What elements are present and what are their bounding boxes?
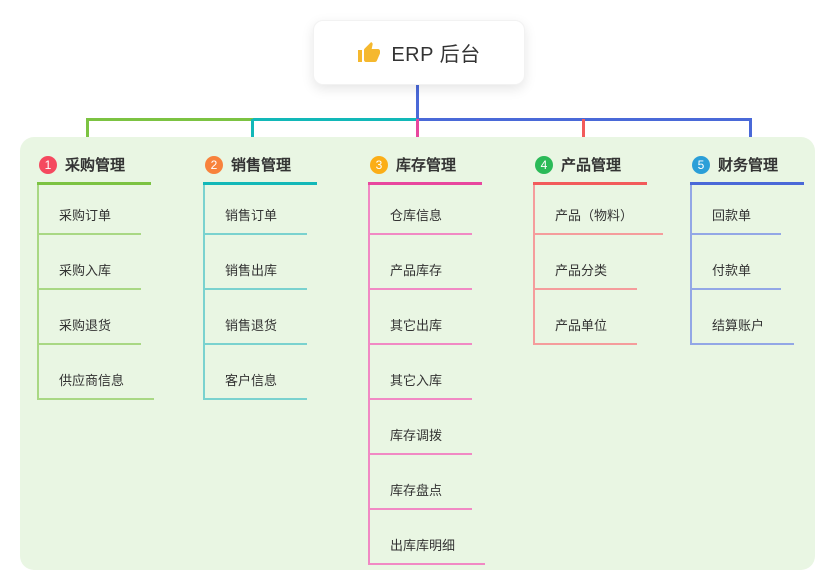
branch-children: 产品（物料） 产品分类产品单位 <box>533 185 664 345</box>
branch-index-badge: 2 <box>205 155 223 174</box>
branch-header[interactable]: 2 销售管理 <box>203 150 317 185</box>
branch-4: 4 产品管理产品（物料） 产品分类产品单位 <box>533 150 664 345</box>
branch-header[interactable]: 3 库存管理 <box>368 150 482 185</box>
connector-horizontal-2 <box>253 118 417 121</box>
branch-drop-1 <box>86 119 89 144</box>
branch-children: 回款单付款单结算账户 <box>690 185 795 345</box>
child-row: 采购订单 <box>39 185 154 235</box>
child-row: 采购退货 <box>39 290 154 345</box>
branch-index-badge: 4 <box>535 155 553 174</box>
child-row: 产品（物料） <box>535 185 664 235</box>
branch-header[interactable]: 4 产品管理 <box>533 150 647 185</box>
branch-drop-3 <box>416 119 419 144</box>
child-row: 回款单 <box>692 185 794 235</box>
branch-header[interactable]: 5 财务管理 <box>690 150 804 185</box>
branch-child-item[interactable]: 销售订单 <box>205 205 308 235</box>
branch-header[interactable]: 1 采购管理 <box>37 150 151 185</box>
branch-children: 销售订单销售出库销售退货客户信息 <box>203 185 308 400</box>
branch-child-item[interactable]: 采购入库 <box>39 260 142 290</box>
branch-child-item[interactable]: 结算账户 <box>692 315 795 345</box>
branch-child-item[interactable]: 供应商信息 <box>39 370 155 400</box>
branch-index-badge: 5 <box>692 155 710 174</box>
branch-index-badge: 3 <box>370 155 388 174</box>
branch-child-item[interactable]: 产品分类 <box>535 260 638 290</box>
child-row: 其它出库 <box>370 290 485 345</box>
branch-child-item[interactable]: 客户信息 <box>205 370 308 400</box>
child-row: 客户信息 <box>205 345 308 400</box>
branch-title: 财务管理 <box>718 157 779 174</box>
child-row: 产品库存 <box>370 235 485 290</box>
child-row: 销售订单 <box>205 185 308 235</box>
child-row: 库存调拨 <box>370 400 485 455</box>
branch-child-item[interactable]: 销售出库 <box>205 260 308 290</box>
branch-child-item[interactable]: 付款单 <box>692 260 782 290</box>
branch-drop-2 <box>251 119 254 144</box>
branch-children: 采购订单采购入库采购退货供应商信息 <box>37 185 155 400</box>
branch-1: 1 采购管理采购订单采购入库采购退货供应商信息 <box>37 150 155 400</box>
root-title: ERP 后台 <box>391 44 481 66</box>
child-row: 销售退货 <box>205 290 308 345</box>
branch-child-item[interactable]: 产品（物料） <box>535 205 664 235</box>
child-row: 付款单 <box>692 235 794 290</box>
child-row: 结算账户 <box>692 290 795 345</box>
branch-child-item[interactable]: 采购退货 <box>39 315 142 345</box>
branch-children: 仓库信息产品库存其它出库其它入库库存调拨库存盘点出库库明细 <box>368 185 486 565</box>
branch-2: 2 销售管理销售订单销售出库销售退货客户信息 <box>203 150 317 400</box>
child-row: 仓库信息 <box>370 185 485 235</box>
branches-panel: 1 采购管理采购订单采购入库采购退货供应商信息 2 销售管理销售订单销售出库销售退货客… <box>20 137 815 570</box>
branch-drop-4 <box>582 119 585 144</box>
root-node[interactable]: ERP 后台 <box>313 20 525 85</box>
child-row: 出库库明细 <box>370 510 486 565</box>
branch-drop-5 <box>749 119 752 144</box>
branch-child-item[interactable]: 库存调拨 <box>370 425 473 455</box>
root-connector-vertical <box>416 83 419 119</box>
child-row: 产品单位 <box>535 290 663 345</box>
child-row: 供应商信息 <box>39 345 155 400</box>
branch-child-item[interactable]: 产品单位 <box>535 315 638 345</box>
branch-title: 销售管理 <box>231 157 292 174</box>
child-row: 产品分类 <box>535 235 663 290</box>
child-row: 其它入库 <box>370 345 485 400</box>
branch-5: 5 财务管理回款单付款单结算账户 <box>690 150 804 345</box>
branch-child-item[interactable]: 采购订单 <box>39 205 142 235</box>
branch-child-item[interactable]: 库存盘点 <box>370 480 473 510</box>
connector-horizontal-1 <box>86 118 253 121</box>
branch-child-item[interactable]: 仓库信息 <box>370 205 473 235</box>
branch-child-item[interactable]: 其它出库 <box>370 315 473 345</box>
thumbs-up-icon <box>358 41 381 62</box>
branch-child-item[interactable]: 其它入库 <box>370 370 473 400</box>
branch-title: 库存管理 <box>396 157 457 174</box>
child-row: 销售出库 <box>205 235 308 290</box>
branch-3: 3 库存管理仓库信息产品库存其它出库其它入库库存调拨库存盘点出库库明细 <box>368 150 486 565</box>
branch-index-badge: 1 <box>39 155 57 174</box>
branch-child-item[interactable]: 出库库明细 <box>370 535 486 565</box>
thumbs-up-path <box>358 41 381 62</box>
branch-title: 产品管理 <box>561 157 622 174</box>
branch-title: 采购管理 <box>65 157 126 174</box>
branch-child-item[interactable]: 产品库存 <box>370 260 473 290</box>
branch-child-item[interactable]: 回款单 <box>692 205 782 235</box>
branch-child-item[interactable]: 销售退货 <box>205 315 308 345</box>
child-row: 库存盘点 <box>370 455 485 510</box>
child-row: 采购入库 <box>39 235 154 290</box>
